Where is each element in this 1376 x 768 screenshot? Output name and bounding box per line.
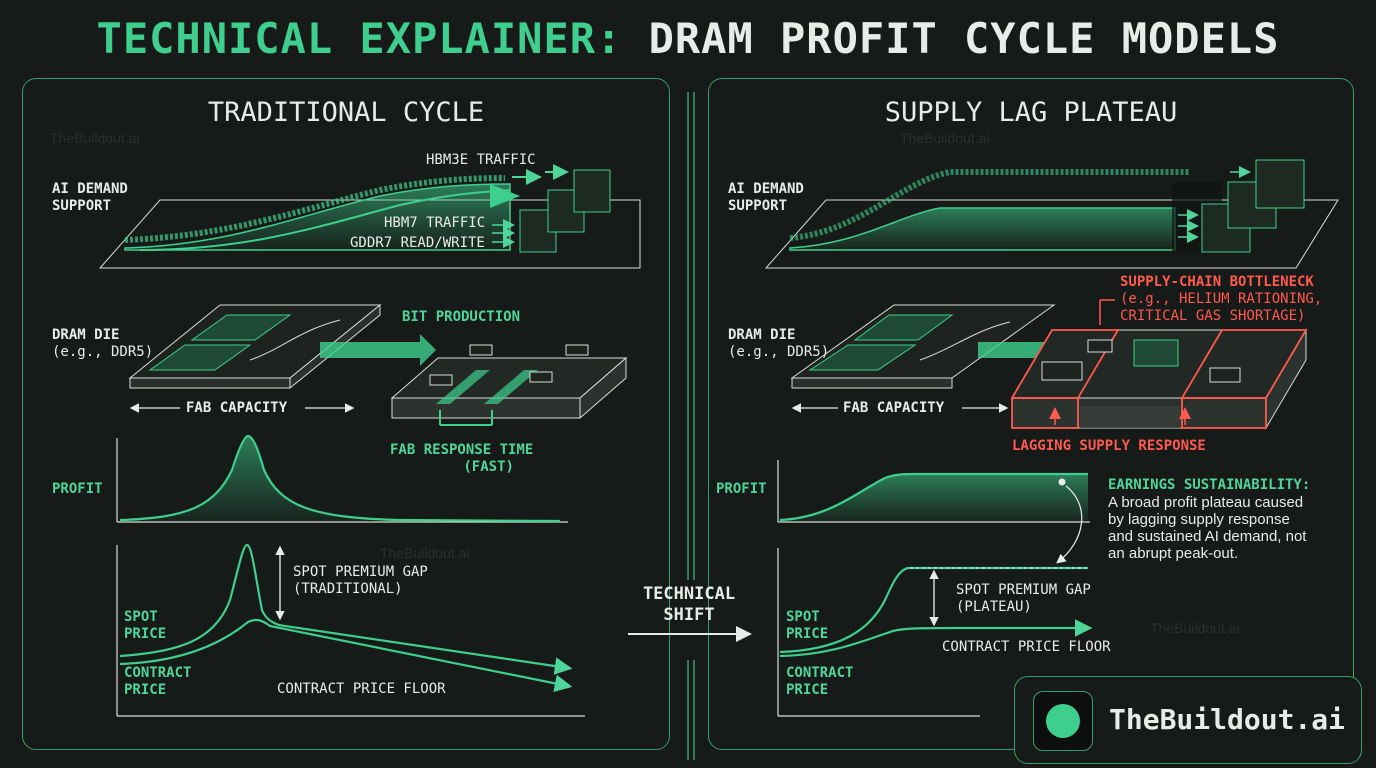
earnings-title: EARNINGS SUSTAINABILITY: [1108,477,1311,493]
page-title: TECHNICAL EXPLAINER: DRAM PROFIT CYCLE M… [0,14,1376,63]
left-fab-capacity-label: FAB CAPACITY [186,400,288,416]
right-profit-chart [777,460,1090,564]
right-profit-label: PROFIT [716,481,767,497]
lagging-supply-label: LAGGING SUPPLY RESPONSE [1012,438,1206,454]
title-main: DRAM PROFIT CYCLE MODELS [648,14,1280,63]
left-panel: TRADITIONAL CYCLE [22,78,670,750]
right-dram-die-label: DRAM DIE(e.g., DDR5) [728,327,830,360]
left-fab-blocks [390,344,628,426]
fab-response-label: FAB RESPONSE TIME(FAST) [390,442,534,475]
title-accent: TECHNICAL EXPLAINER: [96,14,623,63]
right-panel-title: SUPPLY LAG PLATEAU [884,97,1178,128]
left-spot-gap-label: SPOT PREMIUM GAP(TRADITIONAL) [293,564,428,597]
right-fab-capacity-label: FAB CAPACITY [843,400,945,416]
brand-box: TheBuildout.ai [1014,676,1362,764]
left-demand-platform [98,164,641,269]
watermark: TheBuildout.ai [1150,620,1240,636]
right-price-chart [777,548,1093,717]
right-fab-blocks [1010,299,1308,430]
bottleneck-label: SUPPLY-CHAIN BOTTLENECK(e.g., HELIUM RAT… [1120,274,1323,324]
left-contract-floor-label: CONTRACT PRICE FLOOR [277,681,446,697]
right-contract-floor-label: CONTRACT PRICE FLOOR [942,639,1111,655]
left-price-chart [116,543,585,717]
earnings-text: A broad profit plateau caused by lagging… [1108,494,1307,562]
gddr7-traffic-label: GDDR7 READ/WRITE [350,235,485,251]
left-dram-die [128,303,436,390]
left-dram-die-label: DRAM DIE(e.g., DDR5) [52,327,154,360]
hbm3e-traffic-label: HBM3E TRAFFIC [426,152,536,168]
bit-production-label: BIT PRODUCTION [402,309,521,325]
right-spot-gap-label: SPOT PREMIUM GAP(PLATEAU) [956,582,1091,615]
right-demand-platform [764,159,1339,269]
left-panel-title: TRADITIONAL CYCLE [207,97,485,128]
left-profit-chart [116,434,568,523]
watermark: TheBuildout.ai [900,130,990,146]
left-profit-label: PROFIT [52,481,103,497]
watermark: TheBuildout.ai [50,130,140,146]
brand-logo-icon [1033,691,1093,751]
hbm7-traffic-label: HBM7 TRAFFIC [384,215,486,231]
brand-name: TheBuildout.ai [1109,703,1346,736]
watermark: TheBuildout.ai [380,545,470,561]
